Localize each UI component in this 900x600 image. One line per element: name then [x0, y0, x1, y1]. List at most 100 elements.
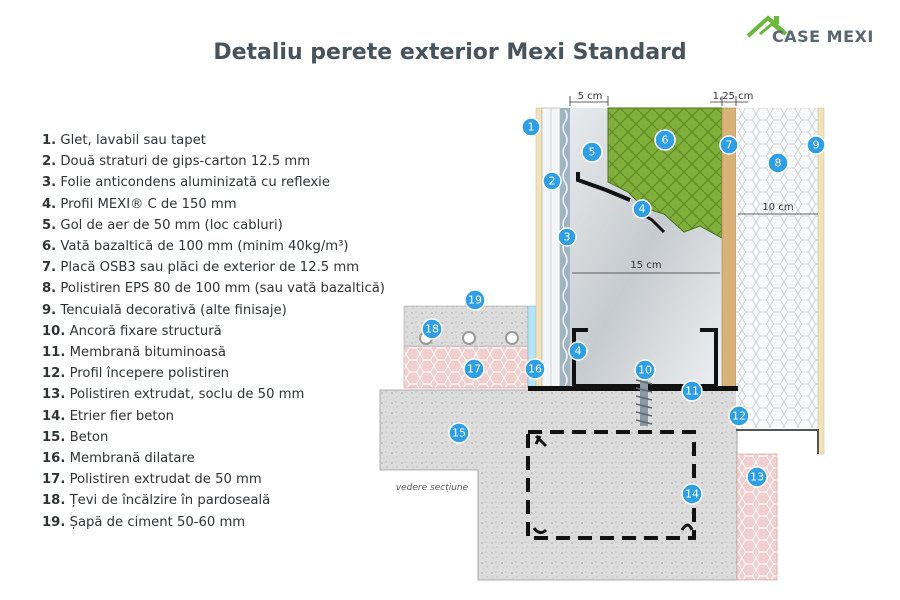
- svg-text:15: 15: [452, 427, 466, 440]
- badge-2: 2: [542, 171, 562, 191]
- badge-4: 4: [632, 199, 652, 219]
- svg-text:13: 13: [750, 471, 764, 484]
- badge-5: 5: [581, 141, 603, 163]
- svg-text:8: 8: [775, 157, 782, 170]
- legend-text: Țevi de încălzire în pardoseală: [69, 493, 271, 509]
- legend-num: 12.: [42, 366, 66, 382]
- legend-text: Două straturi de gips-carton 12.5 mm: [60, 154, 311, 170]
- legend-item-11: 11. Membrană bituminoasă: [42, 342, 385, 363]
- dim-eps-label: 10 cm: [762, 202, 793, 213]
- basalt-wool: [607, 107, 723, 239]
- badge-3: 3: [557, 227, 577, 247]
- legend-num: 19.: [42, 514, 66, 530]
- rebar-stirrup: [526, 430, 696, 540]
- legend-item-18: 18. Țevi de încălzire în pardoseală: [42, 490, 385, 511]
- legend-num: 13.: [42, 387, 66, 403]
- svg-text:5: 5: [589, 146, 596, 159]
- page-title: Detaliu perete exterior Mexi Standard: [213, 40, 687, 65]
- c-profile-top: [576, 172, 631, 202]
- concrete-foundation: [379, 389, 738, 581]
- legend-text: Folie anticondens aluminizată cu reflexi…: [60, 175, 330, 191]
- legend-text: Glet, lavabil sau tapet: [60, 133, 206, 148]
- legend-text: Polistiren extrudat de 50 mm: [69, 472, 262, 488]
- dim-osb-label: 1,25 cm: [713, 91, 754, 102]
- legend-num: 15.: [42, 429, 66, 445]
- floor-xps: [403, 345, 529, 389]
- legend-num: 4.: [42, 196, 57, 212]
- svg-text:12: 12: [732, 410, 746, 423]
- metal-profile-cavity: [570, 108, 722, 388]
- legend-text: Polistiren EPS 80 de 100 mm (sau vată ba…: [60, 281, 385, 297]
- svg-text:9: 9: [813, 139, 820, 152]
- starter-profile: [736, 429, 819, 454]
- legend-num: 6.: [42, 239, 57, 255]
- rebar-hook: [680, 523, 694, 531]
- rebar-hook: [534, 434, 548, 448]
- dim-profile-label: 15 cm: [630, 260, 661, 271]
- dim-air-gap: [569, 96, 609, 106]
- legend-item-16: 16. Membrană dilatare: [42, 448, 385, 469]
- legend-num: 8.: [42, 281, 57, 297]
- dilatation-membrane: [527, 305, 537, 389]
- legend-num: 5.: [42, 217, 57, 233]
- vapor-foil: [560, 108, 570, 388]
- svg-text:14: 14: [685, 488, 699, 501]
- dim-osb: [710, 96, 748, 106]
- legend-text: Șapă de ciment 50-60 mm: [69, 514, 246, 530]
- c-profile-bottom: [572, 328, 718, 388]
- svg-text:4: 4: [639, 203, 646, 216]
- foil-wave: [562, 109, 568, 387]
- svg-text:1: 1: [528, 121, 535, 134]
- legend-text: Membrană dilatare: [69, 451, 195, 467]
- legend-num: 2.: [42, 154, 57, 170]
- badge-8: 8: [767, 152, 789, 174]
- legend-item-14: 14. Etrier fier beton: [42, 406, 385, 427]
- legend-item-8: 8. Polistiren EPS 80 de 100 mm (sau vată…: [42, 278, 385, 299]
- legend-text: Vată bazaltică de 100 mm (minim 40kg/m³): [60, 239, 349, 255]
- badge-4b: 4: [568, 341, 588, 361]
- legend-num: 3.: [42, 175, 57, 191]
- heating-pipe: [505, 331, 519, 345]
- eps-insulation-pattern: [736, 108, 818, 428]
- socle-xps: [736, 453, 778, 581]
- legend-text: Ancoră fixare structură: [69, 323, 222, 339]
- badge-16: 16: [524, 358, 546, 380]
- legend-num: 16.: [42, 451, 66, 467]
- c-profile-web: [635, 208, 666, 234]
- badge-14: 14: [681, 483, 703, 505]
- logo-chimney-icon: [774, 16, 779, 24]
- badge-9: 9: [806, 135, 826, 155]
- badge-12: 12: [728, 405, 750, 427]
- bitumen-membrane: [528, 386, 738, 391]
- interior-finish: [535, 107, 543, 389]
- legend-num: 11.: [42, 345, 66, 361]
- svg-text:18: 18: [425, 323, 439, 336]
- badge-13: 13: [746, 466, 768, 488]
- svg-text:19: 19: [468, 294, 482, 307]
- section-note: vedere secțiune: [396, 483, 469, 493]
- rebar-hook: [532, 527, 548, 535]
- cement-screed: [403, 305, 529, 347]
- svg-text:17: 17: [467, 363, 481, 376]
- legend-num: 7.: [42, 260, 57, 276]
- legend-num: 9.: [42, 302, 57, 318]
- badge-11: 11: [681, 380, 703, 402]
- legend-list: 1. Glet, lavabil sau tapet 2. Două strat…: [42, 130, 385, 533]
- legend-num: 1.: [42, 133, 57, 148]
- badge-7: 7: [719, 135, 739, 155]
- legend-item-3: 3. Folie anticondens aluminizată cu refl…: [42, 172, 385, 193]
- svg-text:4: 4: [575, 345, 582, 358]
- legend-item-4: 4. Profil MEXI® C de 150 mm: [42, 194, 385, 215]
- svg-text:6: 6: [662, 134, 669, 147]
- heating-pipe: [462, 331, 476, 345]
- legend-item-13: 13. Polistiren extrudat, soclu de 50 mm: [42, 384, 385, 405]
- svg-text:2: 2: [549, 175, 556, 188]
- badge-6: 6: [654, 129, 676, 151]
- logo-roof-icon: [746, 15, 788, 38]
- badge-15: 15: [448, 422, 470, 444]
- legend-num: 18.: [42, 493, 66, 509]
- legend-item-17: 17. Polistiren extrudat de 50 mm: [42, 469, 385, 490]
- legend-text: Beton: [69, 429, 109, 445]
- logo-text: CASE MEXI: [772, 27, 874, 46]
- svg-text:3: 3: [564, 231, 571, 244]
